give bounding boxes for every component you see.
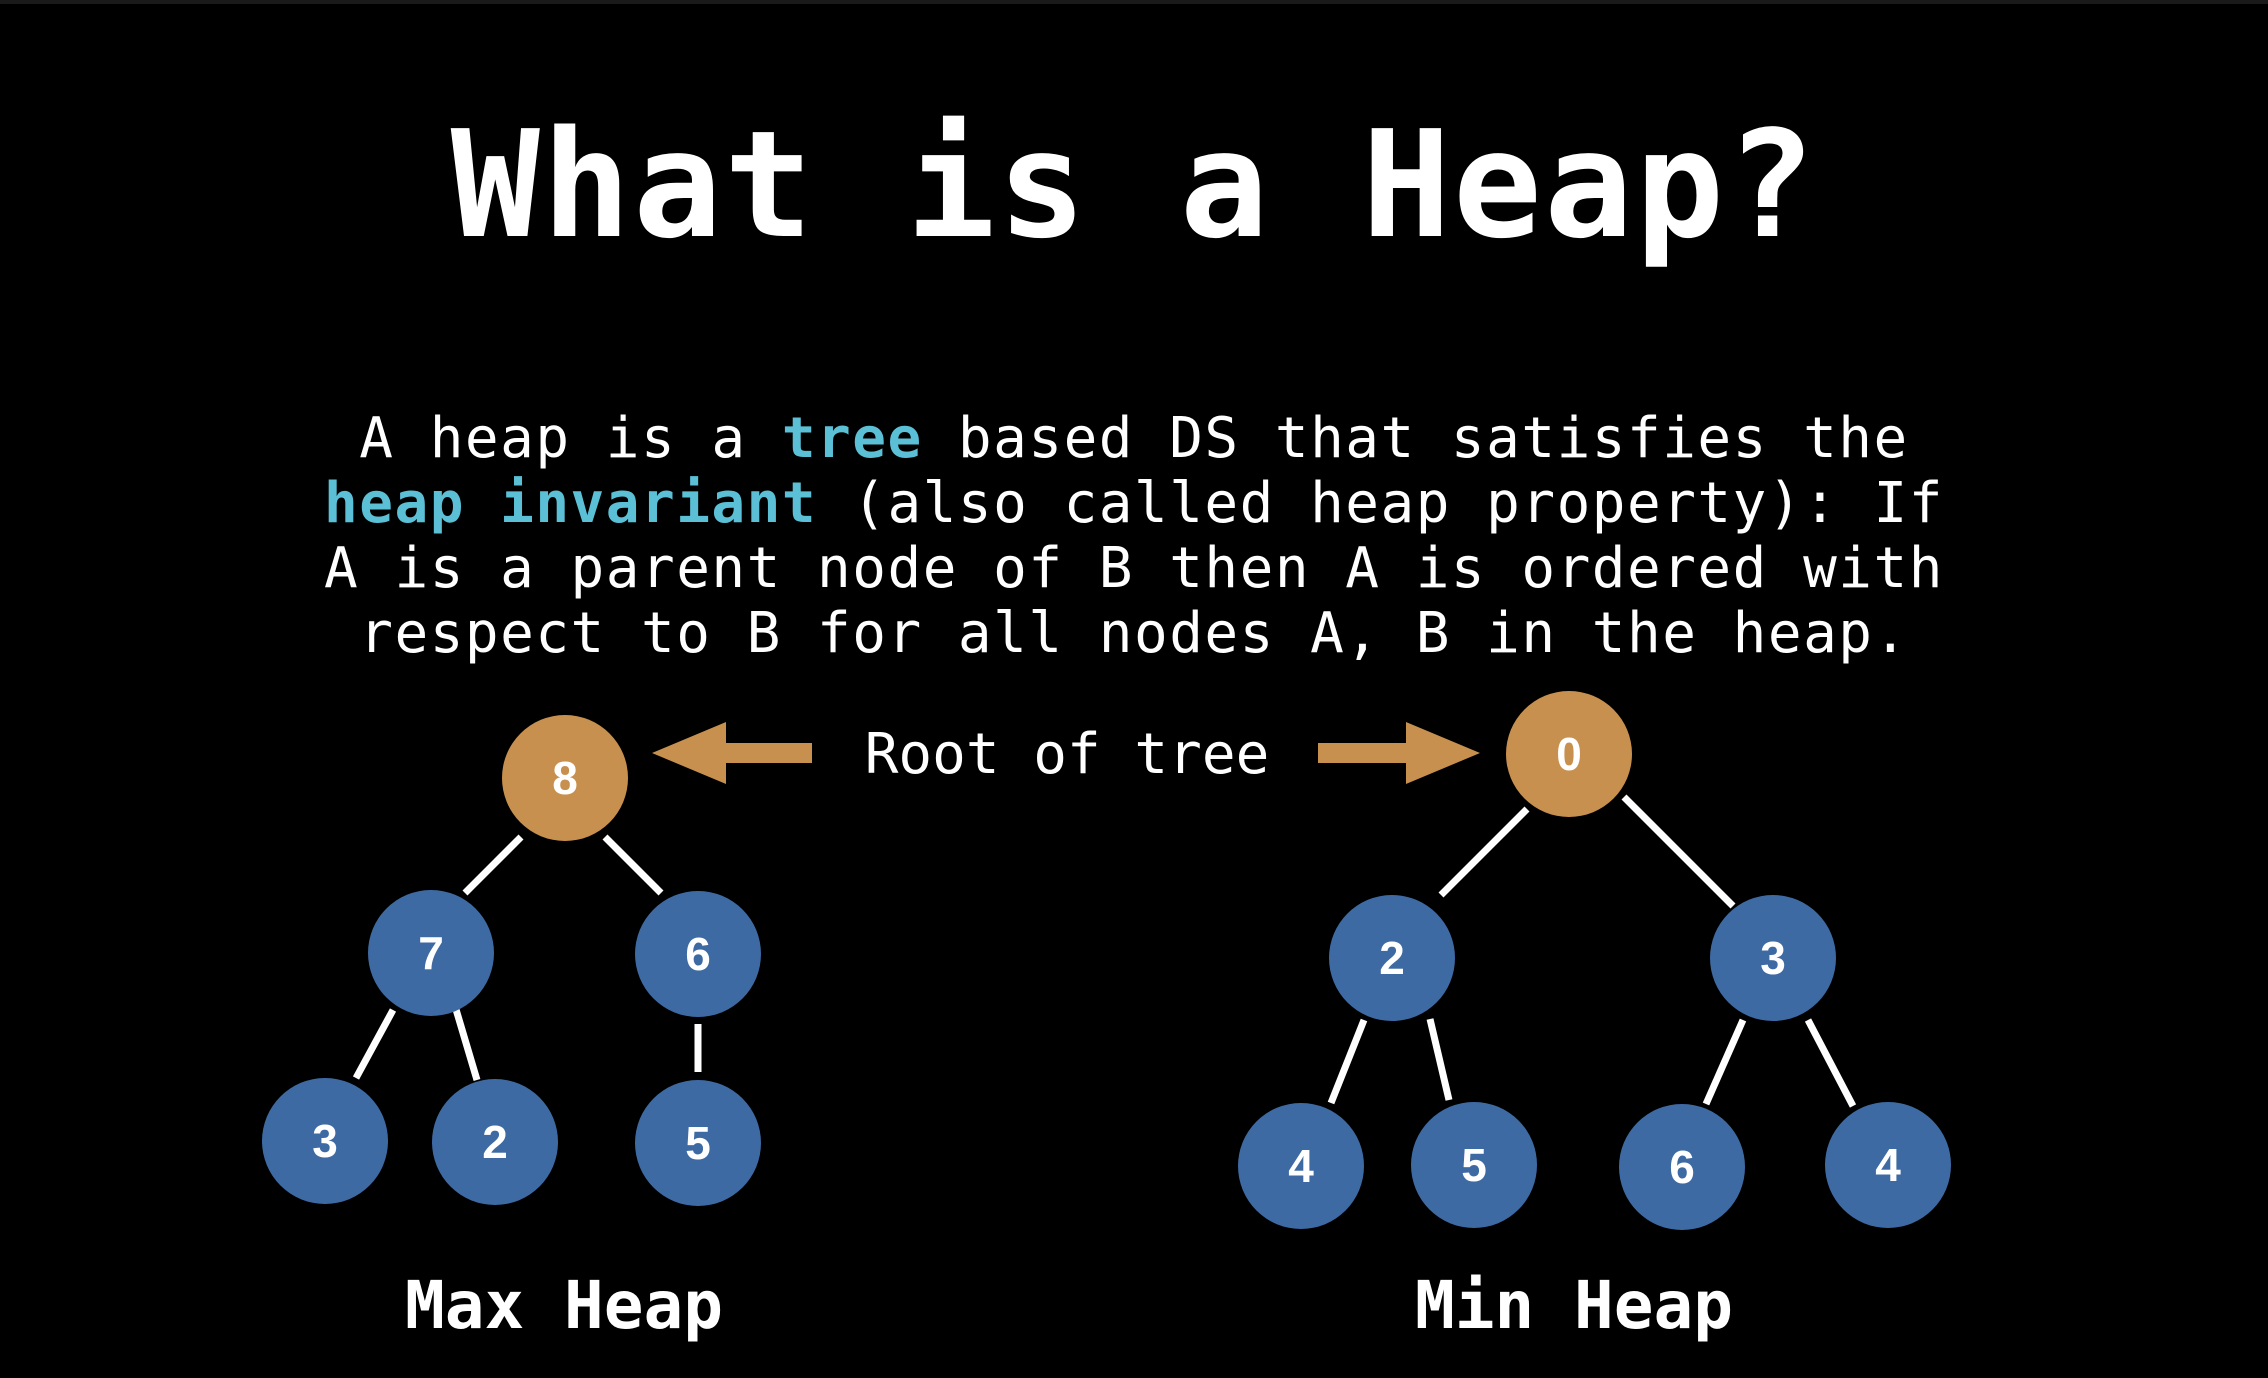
min-heap-node: 4 (1238, 1103, 1364, 1229)
max-heap-node: 6 (635, 891, 761, 1017)
edge-0-2 (1438, 806, 1530, 898)
root-of-tree-label: Root of tree (865, 722, 1270, 787)
svg-text:0: 0 (1556, 728, 1582, 780)
max-heap-node: 5 (635, 1080, 761, 1206)
edge-8-7 (462, 834, 524, 896)
edge-0-3 (1621, 794, 1736, 909)
min-heap-root-node: 0 (1506, 691, 1632, 817)
min-heap-node: 4 (1825, 1102, 1951, 1228)
min-heap-node: 2 (1329, 895, 1455, 1021)
right-arrow-icon (1318, 722, 1480, 784)
max-heap-nodes: 8 7 6 3 2 5 (262, 715, 761, 1206)
definition-text: respect to B for all nodes A, B in the h… (359, 601, 1909, 666)
definition-highlight-term: heap invariant (324, 471, 818, 536)
min-heap-label: Min Heap (1415, 1267, 1733, 1344)
svg-text:3: 3 (312, 1115, 338, 1167)
max-heap-edges (352, 834, 702, 1081)
svg-text:6: 6 (685, 928, 711, 980)
definition-highlight-term: tree (781, 406, 923, 471)
svg-text:4: 4 (1875, 1139, 1901, 1191)
svg-text:3: 3 (1760, 932, 1786, 984)
edge-2-5 (1426, 1018, 1453, 1101)
edge-7-3 (352, 1008, 397, 1080)
left-arrow-icon (652, 722, 812, 784)
definition-text: A is a parent node of B then A is ordere… (324, 536, 1944, 601)
slide-title: What is a Heap? (450, 99, 1818, 271)
max-heap-node: 2 (432, 1079, 558, 1205)
edge-3-4b (1804, 1018, 1857, 1108)
edge-8-6 (602, 834, 664, 896)
svg-text:5: 5 (1461, 1139, 1487, 1191)
svg-text:8: 8 (552, 752, 578, 804)
max-heap-label: Max Heap (405, 1267, 723, 1344)
svg-text:2: 2 (1379, 932, 1405, 984)
min-heap-node: 6 (1619, 1104, 1745, 1230)
edge-2-4 (1327, 1018, 1368, 1105)
min-heap-node: 3 (1710, 895, 1836, 1021)
edge-3-6 (1702, 1018, 1747, 1106)
svg-text:6: 6 (1669, 1141, 1695, 1193)
definition-text: based DS that satisfies the (922, 406, 1909, 471)
min-heap-node: 5 (1411, 1102, 1537, 1228)
heap-definition: A heap is a tree based DS that satisfies… (234, 406, 2034, 666)
top-border (0, 0, 2268, 4)
svg-text:2: 2 (482, 1116, 508, 1168)
edge-7-2 (451, 1005, 481, 1081)
max-heap-node: 3 (262, 1078, 388, 1204)
definition-text: (also called heap property): If (817, 471, 1944, 536)
definition-text: A heap is a (359, 406, 782, 471)
max-heap-root-node: 8 (502, 715, 628, 841)
svg-text:5: 5 (685, 1117, 711, 1169)
max-heap-node: 7 (368, 890, 494, 1016)
min-heap-nodes: 0 2 3 4 5 6 4 (1238, 691, 1951, 1230)
svg-text:4: 4 (1288, 1140, 1314, 1192)
min-heap-edges (1327, 794, 1857, 1108)
svg-text:7: 7 (418, 927, 444, 979)
